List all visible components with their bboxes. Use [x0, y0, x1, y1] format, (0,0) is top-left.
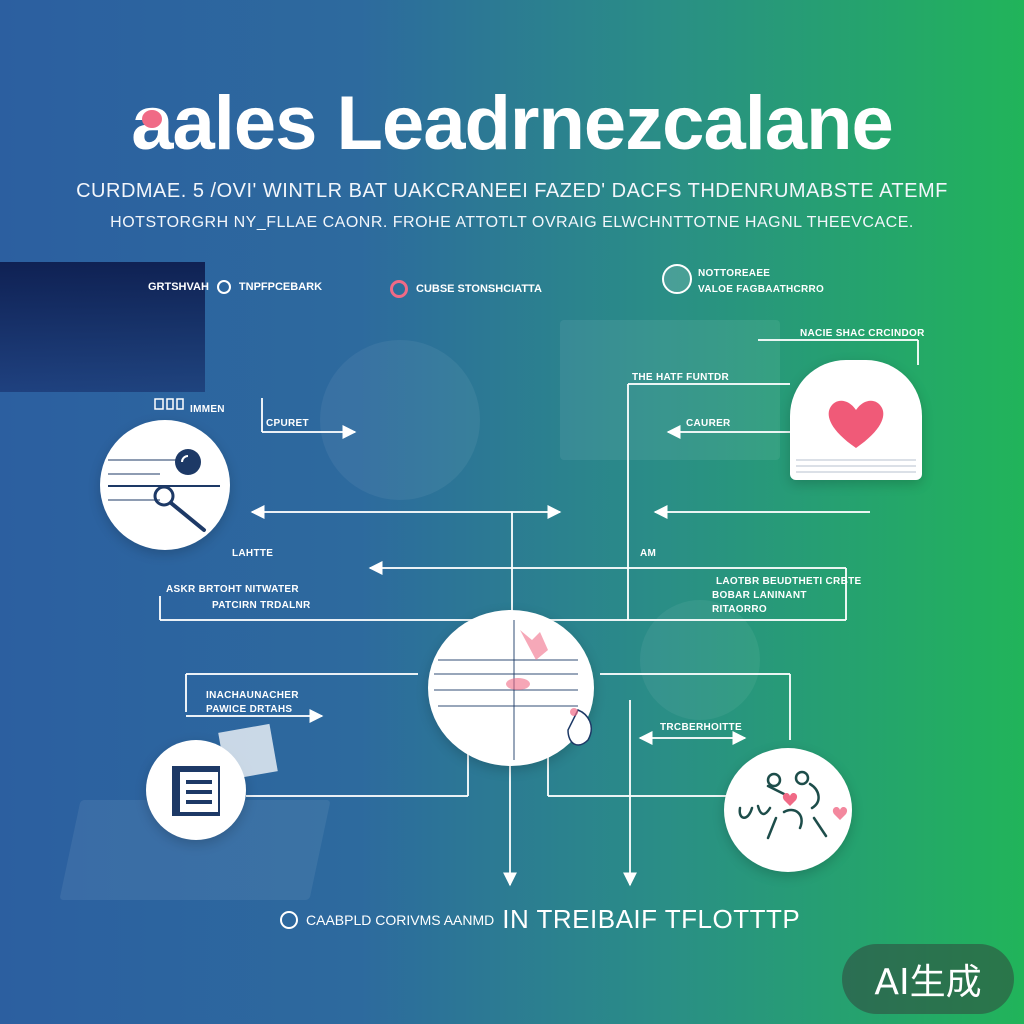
mid-right-label-2: CAURER [686, 418, 731, 429]
page-title: aales Leadrnezcalane [131, 81, 894, 166]
card-title-label: NACIE SHAC CRCINDOR [800, 328, 925, 339]
profile-head-icon [434, 620, 592, 760]
footer-big-text: IN TREIBAIF TFLOTTTP [502, 904, 801, 934]
search-node [100, 420, 230, 550]
legend-item-1: GRTSHVAH [148, 281, 209, 293]
left-lower-label-2: PAWICE DRTAHS [206, 704, 293, 715]
left-row-label-2: PATCIRN TRDALNR [212, 600, 311, 611]
pink-ring-icon [390, 280, 408, 298]
small-icon-mark [154, 398, 184, 410]
footer-circle-icon [280, 910, 298, 929]
circle-icon [216, 280, 231, 294]
mid-right-label-1: THE HATF FUNTDR [632, 372, 730, 383]
right-row-label-1: LAOTBR BEUDTHETI CRBTE [716, 576, 862, 587]
top-right-label-2: VALOE FAGBAATHCRRO [698, 284, 825, 295]
footer: CAABPLD CORIVMS AANMD IN TREIBAIF TFLOTT… [280, 904, 800, 935]
document-list-icon [172, 766, 220, 816]
team-people-icon [738, 770, 848, 840]
cpuret-label: CPURET [266, 418, 309, 429]
lahtte-label: LAHTTE [232, 548, 274, 559]
left-lower-label-1: INACHAUNACHER [206, 690, 299, 701]
right-row-label-3: RITAORRO [712, 604, 767, 615]
legend-item-3: CUBSE STONSHCIATTA [416, 283, 542, 295]
title-accent-dot [142, 110, 162, 128]
right-row-label-2: BOBAR LANINANT [712, 590, 807, 601]
top-right-label-1: NOTTOREAEE [698, 268, 771, 279]
legend-group-right: CUBSE STONSHCIATTA [390, 280, 542, 298]
heart-icon [796, 400, 916, 473]
top-left-icon-label: IMMEN [190, 404, 225, 415]
legend-group-left: GRTSHVAH TNPFPCEBARK [148, 280, 322, 294]
legend-item-2: TNPFPCEBARK [238, 281, 323, 293]
profile-center-node [428, 610, 594, 766]
subtitle-line-1: CURDMAE. 5 /OVI' WINTLR BAT UAKCRANEEI F… [76, 180, 948, 202]
badge-circle-icon [662, 264, 692, 294]
paper-sheet [218, 723, 278, 781]
left-row-label-1: ASKR BRTOHT NITWATER [166, 584, 299, 595]
heart-card-node [790, 360, 922, 480]
search-magnifier-icon [108, 449, 220, 532]
am-label: AM [640, 548, 657, 559]
subtitle-line-2: HOTSTORGRH NY_FLLAE CAONR. FROHE ATTOTLT… [110, 214, 914, 231]
footer-small-text: CAABPLD CORIVMS AANMD [306, 911, 495, 928]
right-lower-label: TRCBERHOITTE [660, 722, 742, 733]
team-node [724, 748, 852, 872]
ai-generated-badge: AI生成 [842, 944, 1014, 1014]
